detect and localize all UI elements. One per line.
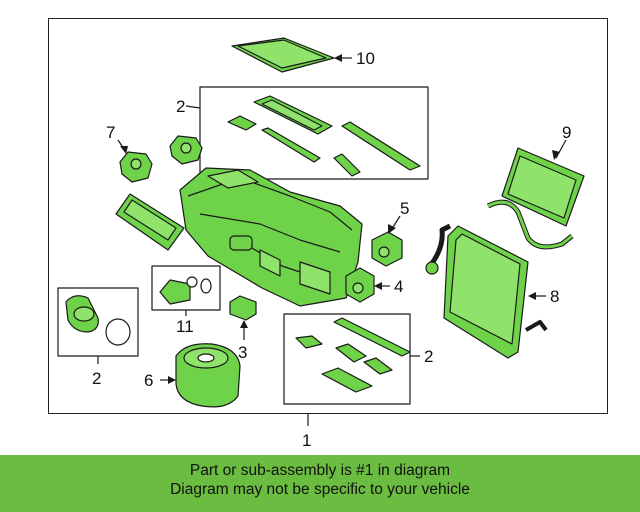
banner-line-1: Part or sub-assembly is #1 in diagram [189, 462, 451, 479]
callout-3: 3 [238, 343, 247, 362]
part-7-blower-motor [175, 343, 241, 408]
diagram-frame [48, 18, 608, 414]
part-3-blower-resistor [229, 295, 257, 321]
info-banner: Part or sub-assembly is #1 in diagram Di… [0, 455, 640, 512]
callout-7: 6 [144, 371, 153, 390]
callout-2-bottom: 2 [424, 347, 433, 366]
part-9-heater-core [486, 147, 585, 250]
part-2-seal-left-box [65, 295, 131, 346]
callout-5: 5 [400, 199, 409, 218]
part-2-group-box-bottom [283, 313, 411, 405]
banner-line-2: Diagram may not be specific to your vehi… [170, 481, 470, 498]
callout-1: 1 [302, 431, 311, 450]
callout-9: 9 [562, 123, 571, 142]
part-1-hvac-housing [179, 167, 363, 307]
part-4-actuator [345, 267, 375, 303]
part-2-seals-top [227, 95, 421, 177]
callout-8: 10 [356, 49, 375, 68]
part-2-group-box-top [199, 86, 429, 180]
part-6-actuators [119, 135, 203, 183]
callout-4: 4 [394, 277, 403, 296]
part-2-seal-left [115, 193, 185, 251]
part-5-actuator [371, 231, 403, 267]
part-11-sensor [159, 276, 212, 305]
callout-10: 8 [550, 287, 559, 306]
part-2-seals-bottom [295, 317, 411, 393]
part-8-cabin-filter [231, 37, 335, 73]
callout-2-top: 2 [176, 97, 185, 116]
callout-2-left: 2 [92, 369, 101, 388]
part-10-evaporator [425, 223, 548, 359]
callout-11: 11 [176, 317, 194, 336]
callout-6: 7 [106, 123, 115, 142]
